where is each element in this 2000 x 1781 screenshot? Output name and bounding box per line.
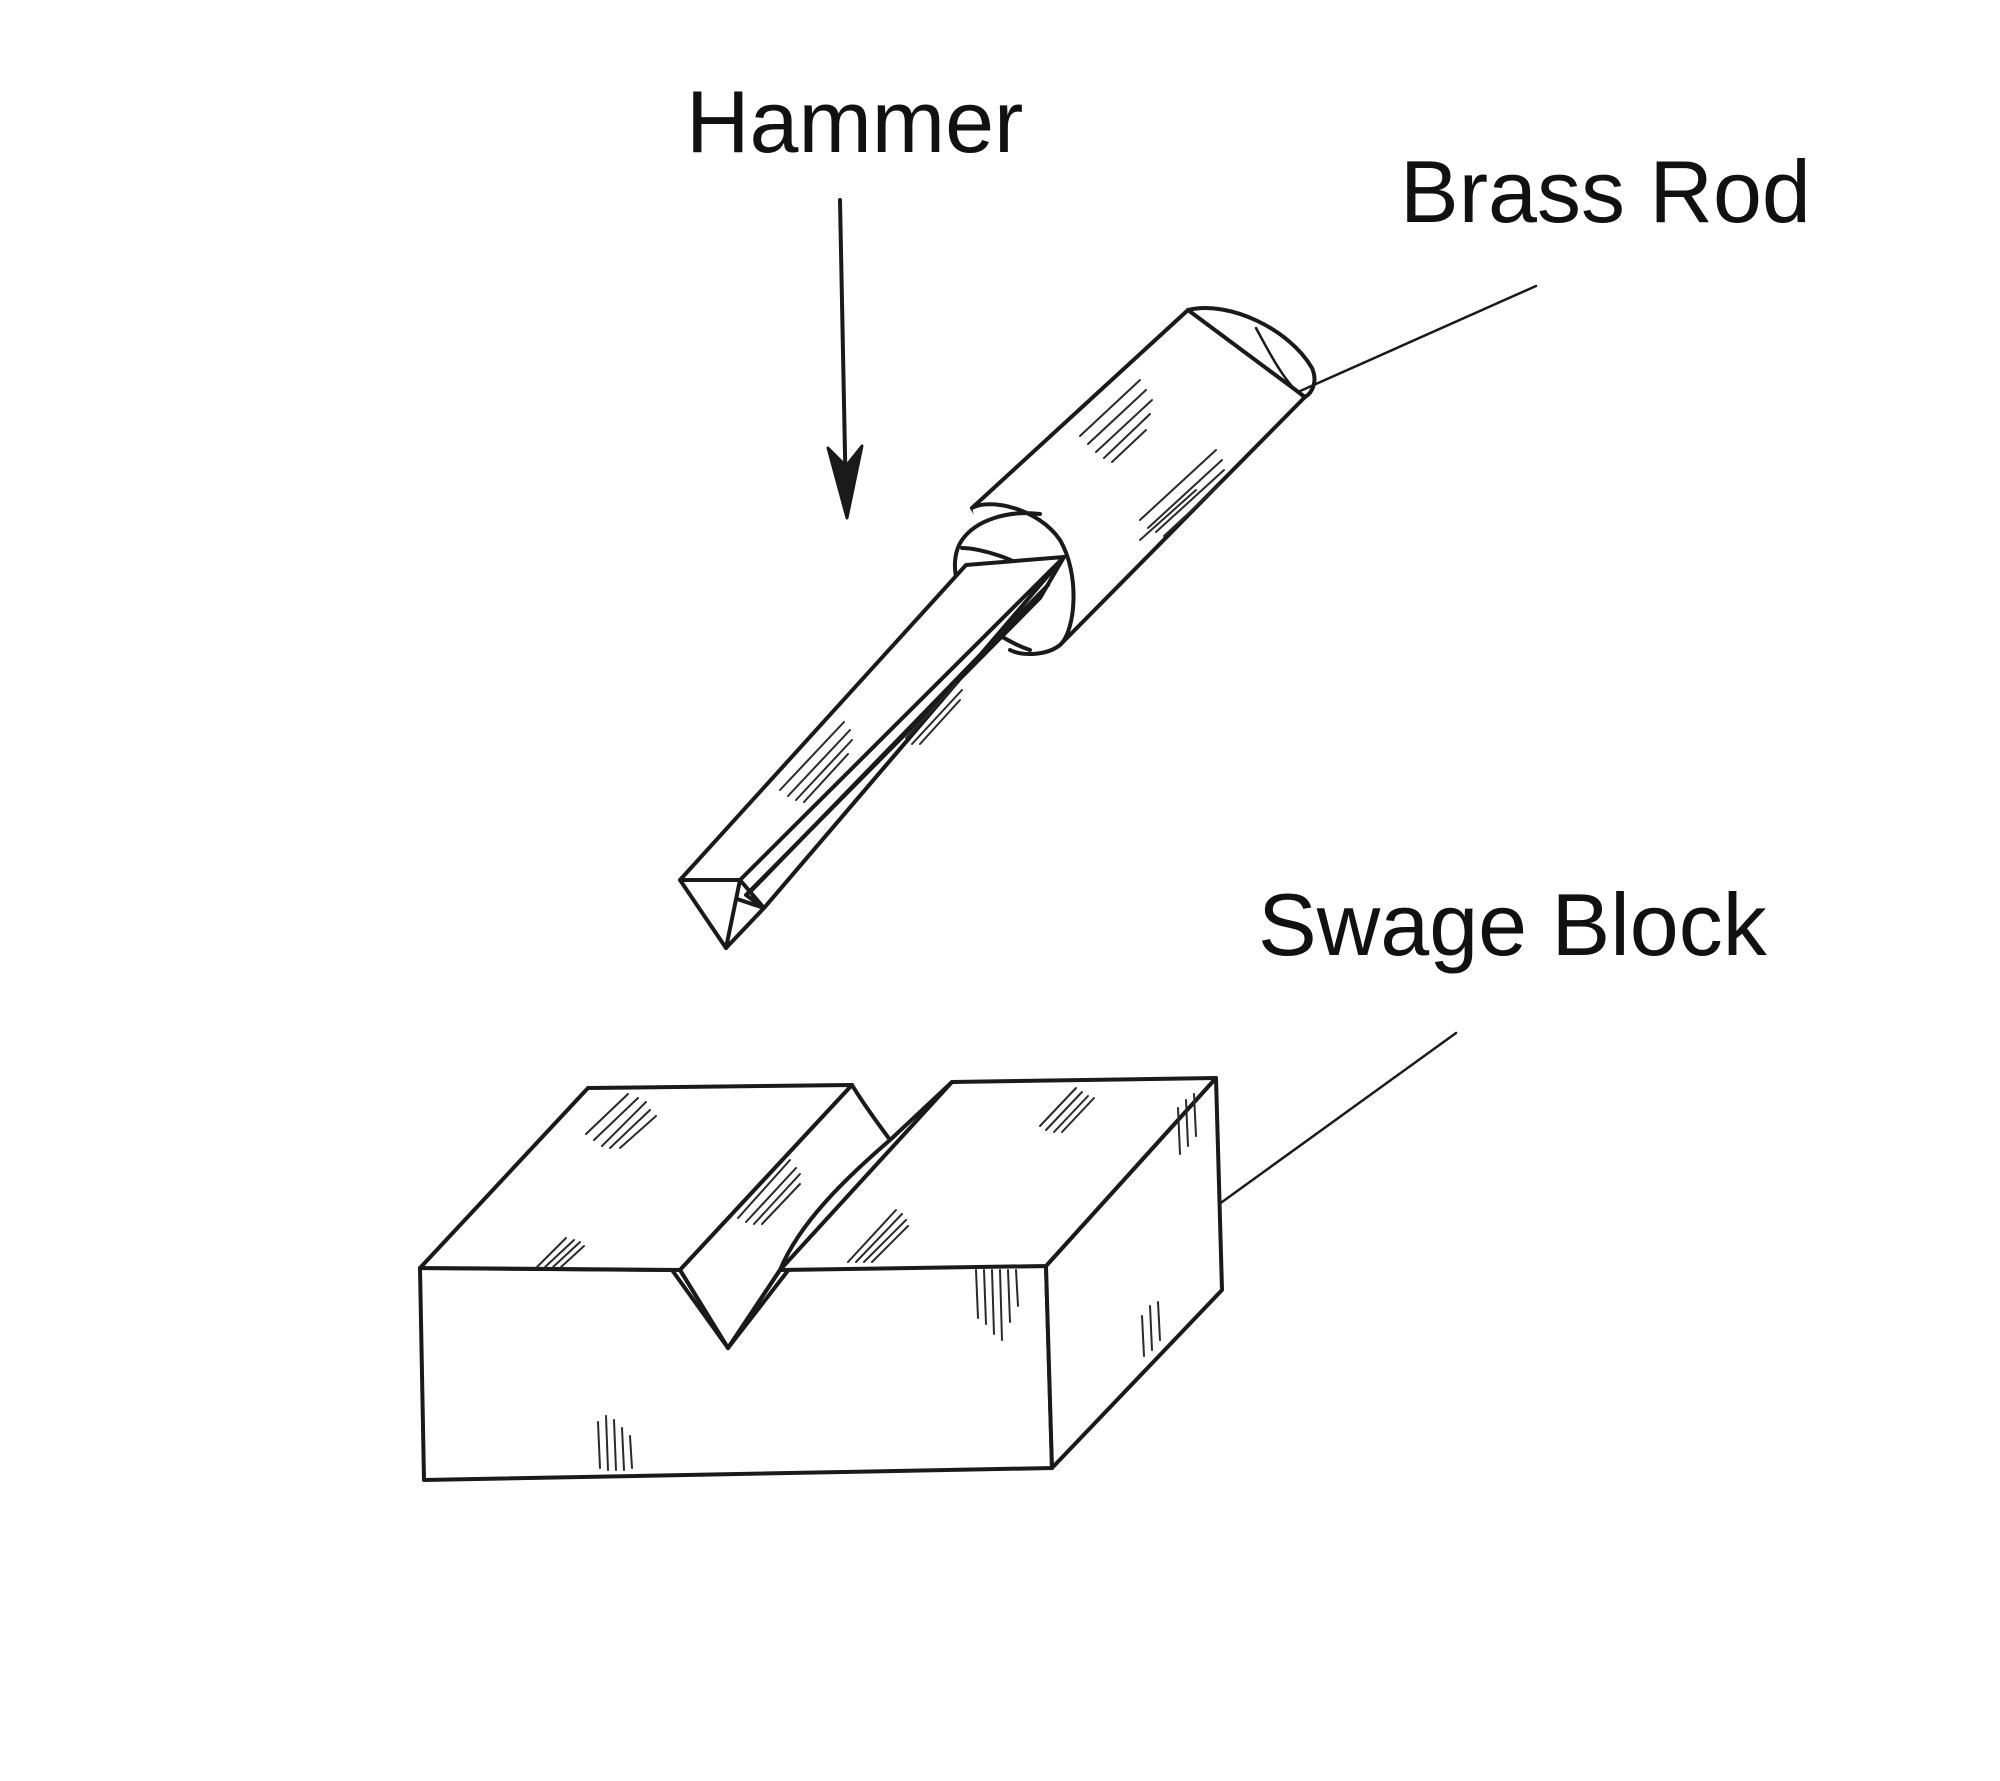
rod-shading bbox=[779, 379, 1225, 803]
swage-block-leader-line bbox=[1184, 1031, 1458, 1230]
brass-rod-leader-line bbox=[1260, 284, 1538, 410]
hammer-arrow bbox=[826, 198, 864, 520]
brass-rod bbox=[678, 306, 1317, 950]
brass-rod-label: Brass Rod bbox=[1400, 142, 1811, 241]
swage-block bbox=[418, 1076, 1224, 1482]
hammer-label: Hammer bbox=[686, 72, 1023, 171]
block-shading bbox=[535, 1087, 1197, 1471]
swage-block-label: Swage Block bbox=[1258, 875, 1768, 974]
